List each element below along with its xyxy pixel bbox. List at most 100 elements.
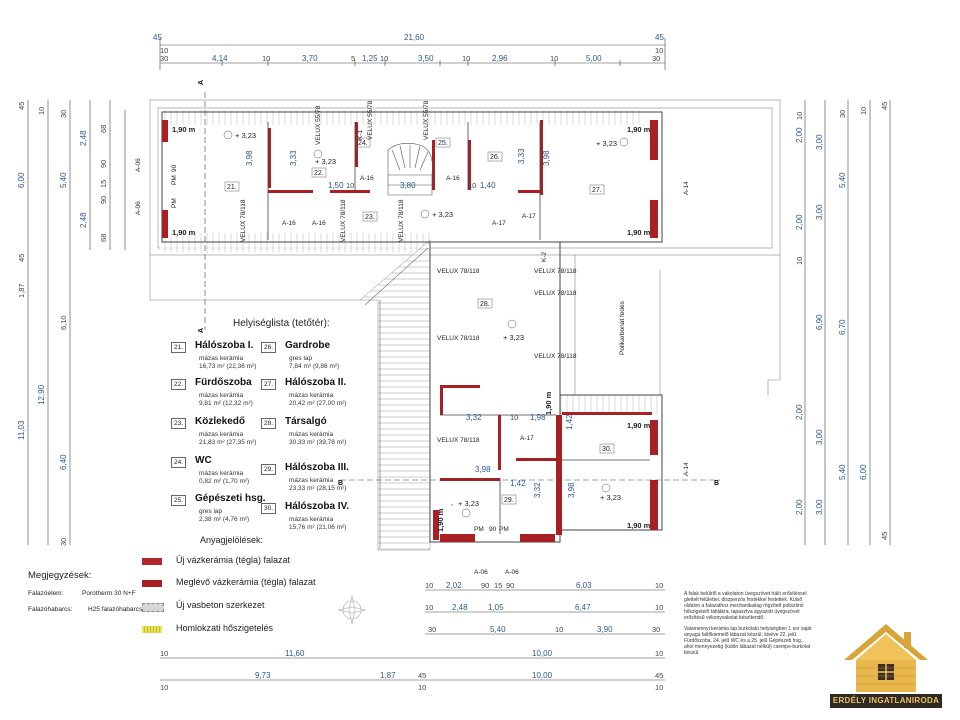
svg-text:1,90 m: 1,90 m <box>436 508 445 532</box>
partitions <box>267 122 650 534</box>
svg-text:6,47: 6,47 <box>575 603 591 612</box>
svg-text:3,00: 3,00 <box>815 429 824 445</box>
svg-text:1,42: 1,42 <box>565 414 574 430</box>
svg-text:1,90 m: 1,90 m <box>544 391 553 415</box>
svg-text:30.: 30. <box>602 446 612 453</box>
svg-text:10: 10 <box>160 46 168 55</box>
svg-text:30: 30 <box>652 54 660 63</box>
parapet-labels: 1,90 m 1,90 m 1,90 m 1,90 m 1,90 m 1,90 … <box>172 125 651 532</box>
svg-text:A-06: A-06 <box>135 158 142 172</box>
svg-text:2,48: 2,48 <box>452 603 468 612</box>
roof-slope-mid <box>560 395 660 415</box>
svg-text:3,98: 3,98 <box>245 150 254 166</box>
svg-text:5,40: 5,40 <box>59 172 68 188</box>
legend-swatch <box>142 558 162 565</box>
svg-text:9,73: 9,73 <box>255 671 271 680</box>
bottom-dimensions <box>160 589 665 681</box>
svg-text:10: 10 <box>462 54 470 63</box>
svg-text:30: 30 <box>838 110 847 118</box>
svg-text:1,50: 1,50 <box>328 181 344 190</box>
roof-slope-left <box>359 239 431 551</box>
svg-text:30: 30 <box>160 54 168 63</box>
svg-text:3,98: 3,98 <box>475 465 491 474</box>
logo-brand: ERDÉLY INGATLANIRODA <box>830 694 942 708</box>
svg-text:6,40: 6,40 <box>59 454 68 470</box>
compass-icon <box>337 595 367 625</box>
finish-notes: A falak belülről a vakolaton üvegszövet … <box>684 591 812 656</box>
notes-title: Megjegyzések: <box>28 570 92 581</box>
svg-text:30: 30 <box>428 625 436 634</box>
right-dimensions <box>804 100 891 545</box>
svg-text:25.: 25. <box>438 140 448 147</box>
svg-text:5,40: 5,40 <box>490 625 506 634</box>
room-list-title: Helyiséglista (tetőtér): <box>233 318 330 329</box>
svg-text:+ 3,23: + 3,23 <box>458 499 479 508</box>
svg-text:10: 10 <box>655 46 663 55</box>
svg-text:3,80: 3,80 <box>400 181 416 190</box>
top-dim-labels: 21,60 45 45 10 10 30 4,14 10 3,70 5 1,25… <box>153 33 664 63</box>
svg-text:PM: PM <box>171 175 178 185</box>
svg-text:2,00: 2,00 <box>795 127 804 143</box>
legend-item: Meglévő vázkerámia (tégla) falazat <box>140 577 400 591</box>
svg-text:A-16: A-16 <box>312 220 326 227</box>
svg-text:22.: 22. <box>314 170 324 177</box>
svg-text:27.: 27. <box>592 187 602 194</box>
svg-text:1,90 m: 1,90 m <box>172 125 196 134</box>
svg-text:10: 10 <box>655 683 663 692</box>
roof-slope-top <box>160 110 640 125</box>
svg-text:45: 45 <box>17 102 26 110</box>
bottom-dim-labels: 10 2,02 90 15 90 6,03 10 10 2,48 1,05 6,… <box>160 581 663 692</box>
legend-swatch <box>142 580 162 587</box>
svg-text:VELUX 78/118: VELUX 78/118 <box>340 199 347 242</box>
company-logo: ERDÉLY INGATLANIRODA <box>830 620 942 712</box>
svg-text:VELUX 78/118: VELUX 78/118 <box>398 199 405 242</box>
staircase <box>387 143 433 196</box>
polycarbonate-label: Polikarbonát fedés <box>619 300 626 355</box>
svg-text:10: 10 <box>425 603 433 612</box>
svg-text:30: 30 <box>652 625 660 634</box>
svg-text:1,90 m: 1,90 m <box>627 228 651 237</box>
svg-text:+ 3,23: + 3,23 <box>235 131 256 140</box>
svg-text:10: 10 <box>795 257 804 265</box>
svg-text:A-06: A-06 <box>505 569 519 576</box>
svg-text:11,60: 11,60 <box>285 649 305 658</box>
legend-item: Új vázkerámia (tégla) falazat <box>140 555 400 569</box>
svg-text:1,90 m: 1,90 m <box>627 125 651 134</box>
svg-text:1,98: 1,98 <box>530 413 546 422</box>
left-dimensions <box>27 100 126 545</box>
svg-text:10: 10 <box>510 413 518 422</box>
svg-text:45: 45 <box>880 532 889 540</box>
svg-text:1,87: 1,87 <box>17 283 26 298</box>
svg-text:68: 68 <box>99 234 108 242</box>
right-dim-labels: 45 10 30 3,00 3,00 6,90 6,00 3,00 3,00 4… <box>795 102 889 540</box>
svg-text:3,98: 3,98 <box>567 482 576 498</box>
svg-text:3,32: 3,32 <box>466 413 482 422</box>
svg-text:90: 90 <box>99 160 108 168</box>
svg-text:2,48: 2,48 <box>79 212 88 228</box>
svg-text:+ 3,23: + 3,23 <box>432 210 453 219</box>
svg-text:6,00: 6,00 <box>859 464 868 480</box>
svg-text:10: 10 <box>37 107 46 115</box>
svg-text:1,90 m: 1,90 m <box>172 228 196 237</box>
svg-text:6,90: 6,90 <box>815 314 824 330</box>
svg-text:A-17: A-17 <box>520 435 534 442</box>
svg-text:6,00: 6,00 <box>17 172 26 188</box>
svg-text:45: 45 <box>17 254 26 262</box>
svg-text:1,05: 1,05 <box>488 603 504 612</box>
svg-text:B: B <box>338 480 343 487</box>
svg-text:28.: 28. <box>480 301 490 308</box>
legend-item: Új vasbeton szerkezet <box>140 600 400 614</box>
plan-room-numbers <box>224 137 615 505</box>
svg-text:2,48: 2,48 <box>79 130 88 146</box>
svg-text:45: 45 <box>655 671 663 680</box>
svg-text:VELUX 78/118: VELUX 78/118 <box>534 268 577 275</box>
svg-text:K-2: K-2 <box>541 252 548 263</box>
svg-text:15: 15 <box>494 581 502 590</box>
svg-text:B: B <box>714 480 719 487</box>
svg-text:A-16: A-16 <box>360 175 374 182</box>
svg-text:A-06: A-06 <box>474 569 488 576</box>
svg-text:3,50: 3,50 <box>418 54 434 63</box>
svg-text:VELUX 55/78: VELUX 55/78 <box>423 100 430 140</box>
brick-walls <box>162 120 658 542</box>
elevation-markers <box>223 130 629 518</box>
